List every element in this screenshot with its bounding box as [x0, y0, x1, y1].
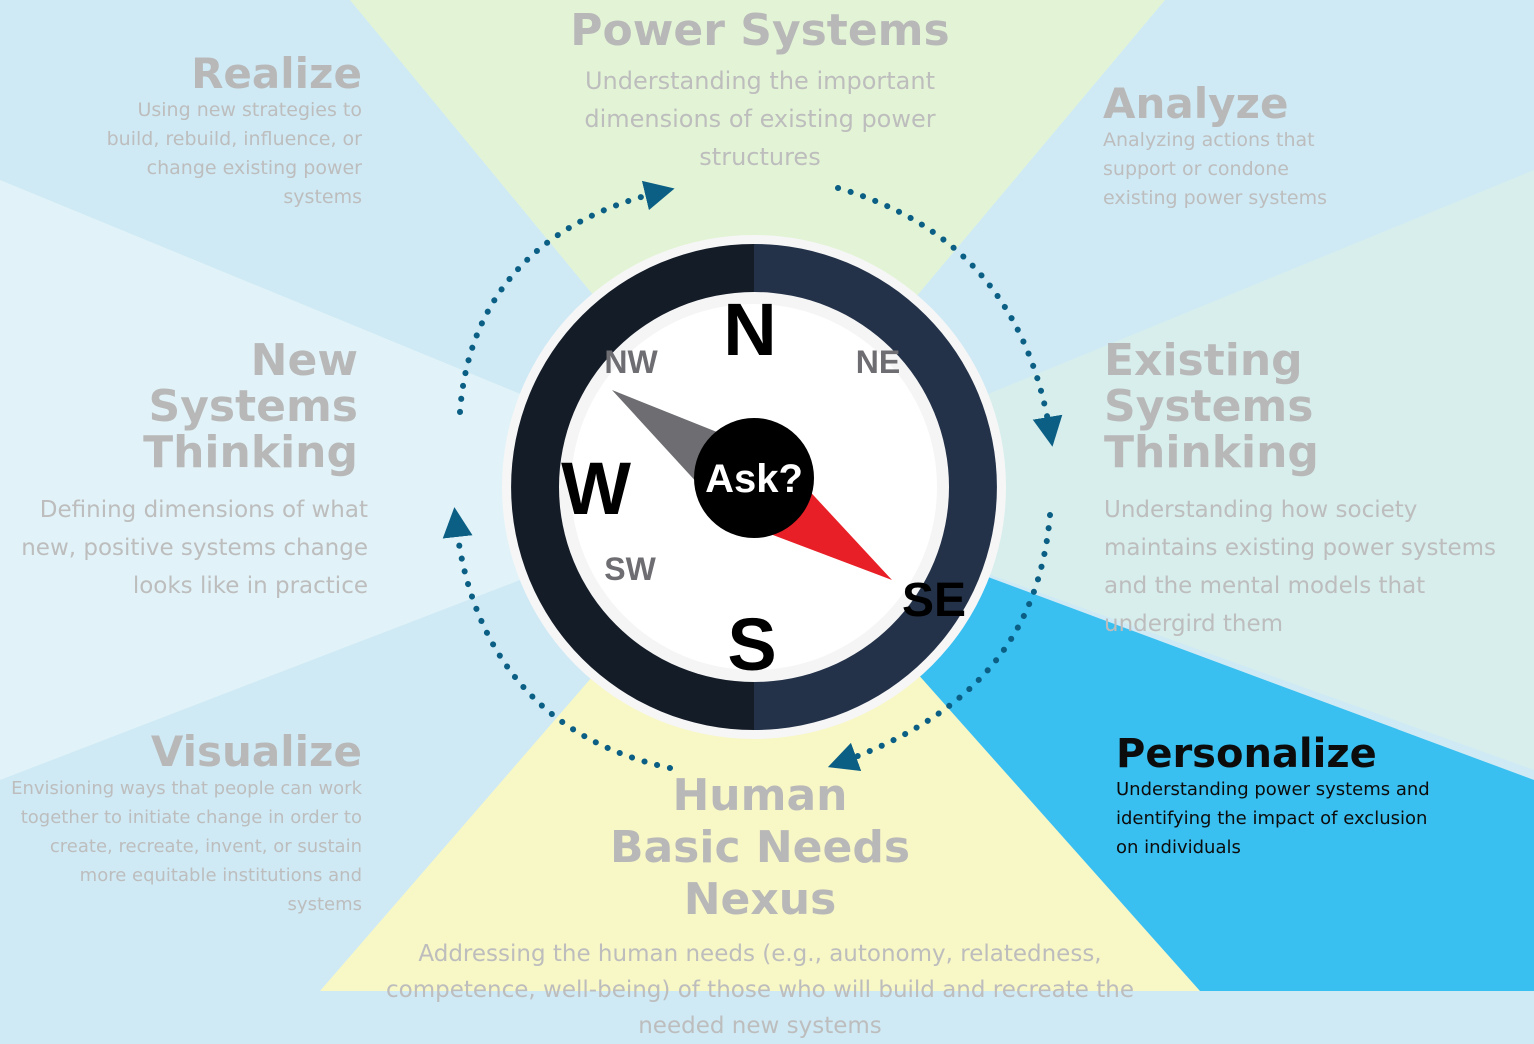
- section-human-basic-needs-nexus: Human Basic Needs Nexus Addressing the h…: [370, 770, 1150, 1044]
- section-title: Human Basic Needs Nexus: [609, 770, 911, 925]
- arrow-nw-to-n: [457, 180, 675, 415]
- section-description: Defining dimensions of what new, positiv…: [21, 496, 368, 599]
- sector-east: [754, 170, 1534, 770]
- center-dial: [694, 418, 814, 538]
- center-label: Ask?: [705, 457, 803, 501]
- compass-diagram: Ask? N S W NE NW SW SE: [0, 0, 1534, 991]
- section-analyze: Analyze Analyzing actions that support o…: [1103, 79, 1373, 213]
- arrow-e-to-s: [827, 512, 1053, 771]
- section-description: Understanding how society maintains exis…: [1104, 496, 1496, 637]
- section-title: Power Systems: [570, 5, 950, 56]
- section-title: Realize: [191, 49, 362, 98]
- section-power-systems: Power Systems Understanding the importan…: [450, 5, 1070, 176]
- section-existing-systems-thinking: Existing Systems Thinking Understanding …: [1104, 335, 1529, 643]
- section-title: Analyze: [1103, 79, 1289, 128]
- section-title: New Systems Thinking: [143, 335, 358, 479]
- arrow-s-to-w: [442, 507, 673, 771]
- section-realize: Realize Using new strategies to build, r…: [90, 49, 362, 212]
- section-title: Existing Systems Thinking: [1104, 335, 1319, 479]
- section-new-systems-thinking: New Systems Thinking Defining dimensions…: [10, 335, 368, 605]
- section-description: Using new strategies to build, rebuild, …: [106, 99, 362, 209]
- dir-n: N: [723, 288, 776, 371]
- dir-se: SE: [902, 574, 966, 627]
- section-description: Analyzing actions that support or condon…: [1103, 129, 1328, 210]
- dir-sw: SW: [604, 551, 656, 587]
- dir-s: S: [727, 603, 776, 686]
- arrow-n-to-e: [835, 185, 1063, 447]
- sector-south: [320, 490, 1200, 991]
- section-visualize: Visualize Envisioning ways that people c…: [0, 727, 362, 919]
- section-title: Visualize: [150, 727, 362, 776]
- section-title: Personalize: [1116, 731, 1377, 777]
- sector-west: [0, 180, 754, 780]
- section-description: Understanding the important dimensions o…: [584, 67, 936, 172]
- compass: Ask? N S W NE NW SW SE: [502, 235, 1006, 739]
- section-description: Understanding power systems and identify…: [1116, 779, 1430, 858]
- section-personalize: Personalize Understanding power systems …: [1116, 733, 1456, 862]
- dir-nw: NW: [604, 344, 658, 380]
- section-description: Envisioning ways that people can work to…: [11, 778, 362, 916]
- dir-w: W: [561, 447, 631, 530]
- dir-ne: NE: [856, 344, 900, 380]
- section-description: Addressing the human needs (e.g., autono…: [386, 941, 1134, 1039]
